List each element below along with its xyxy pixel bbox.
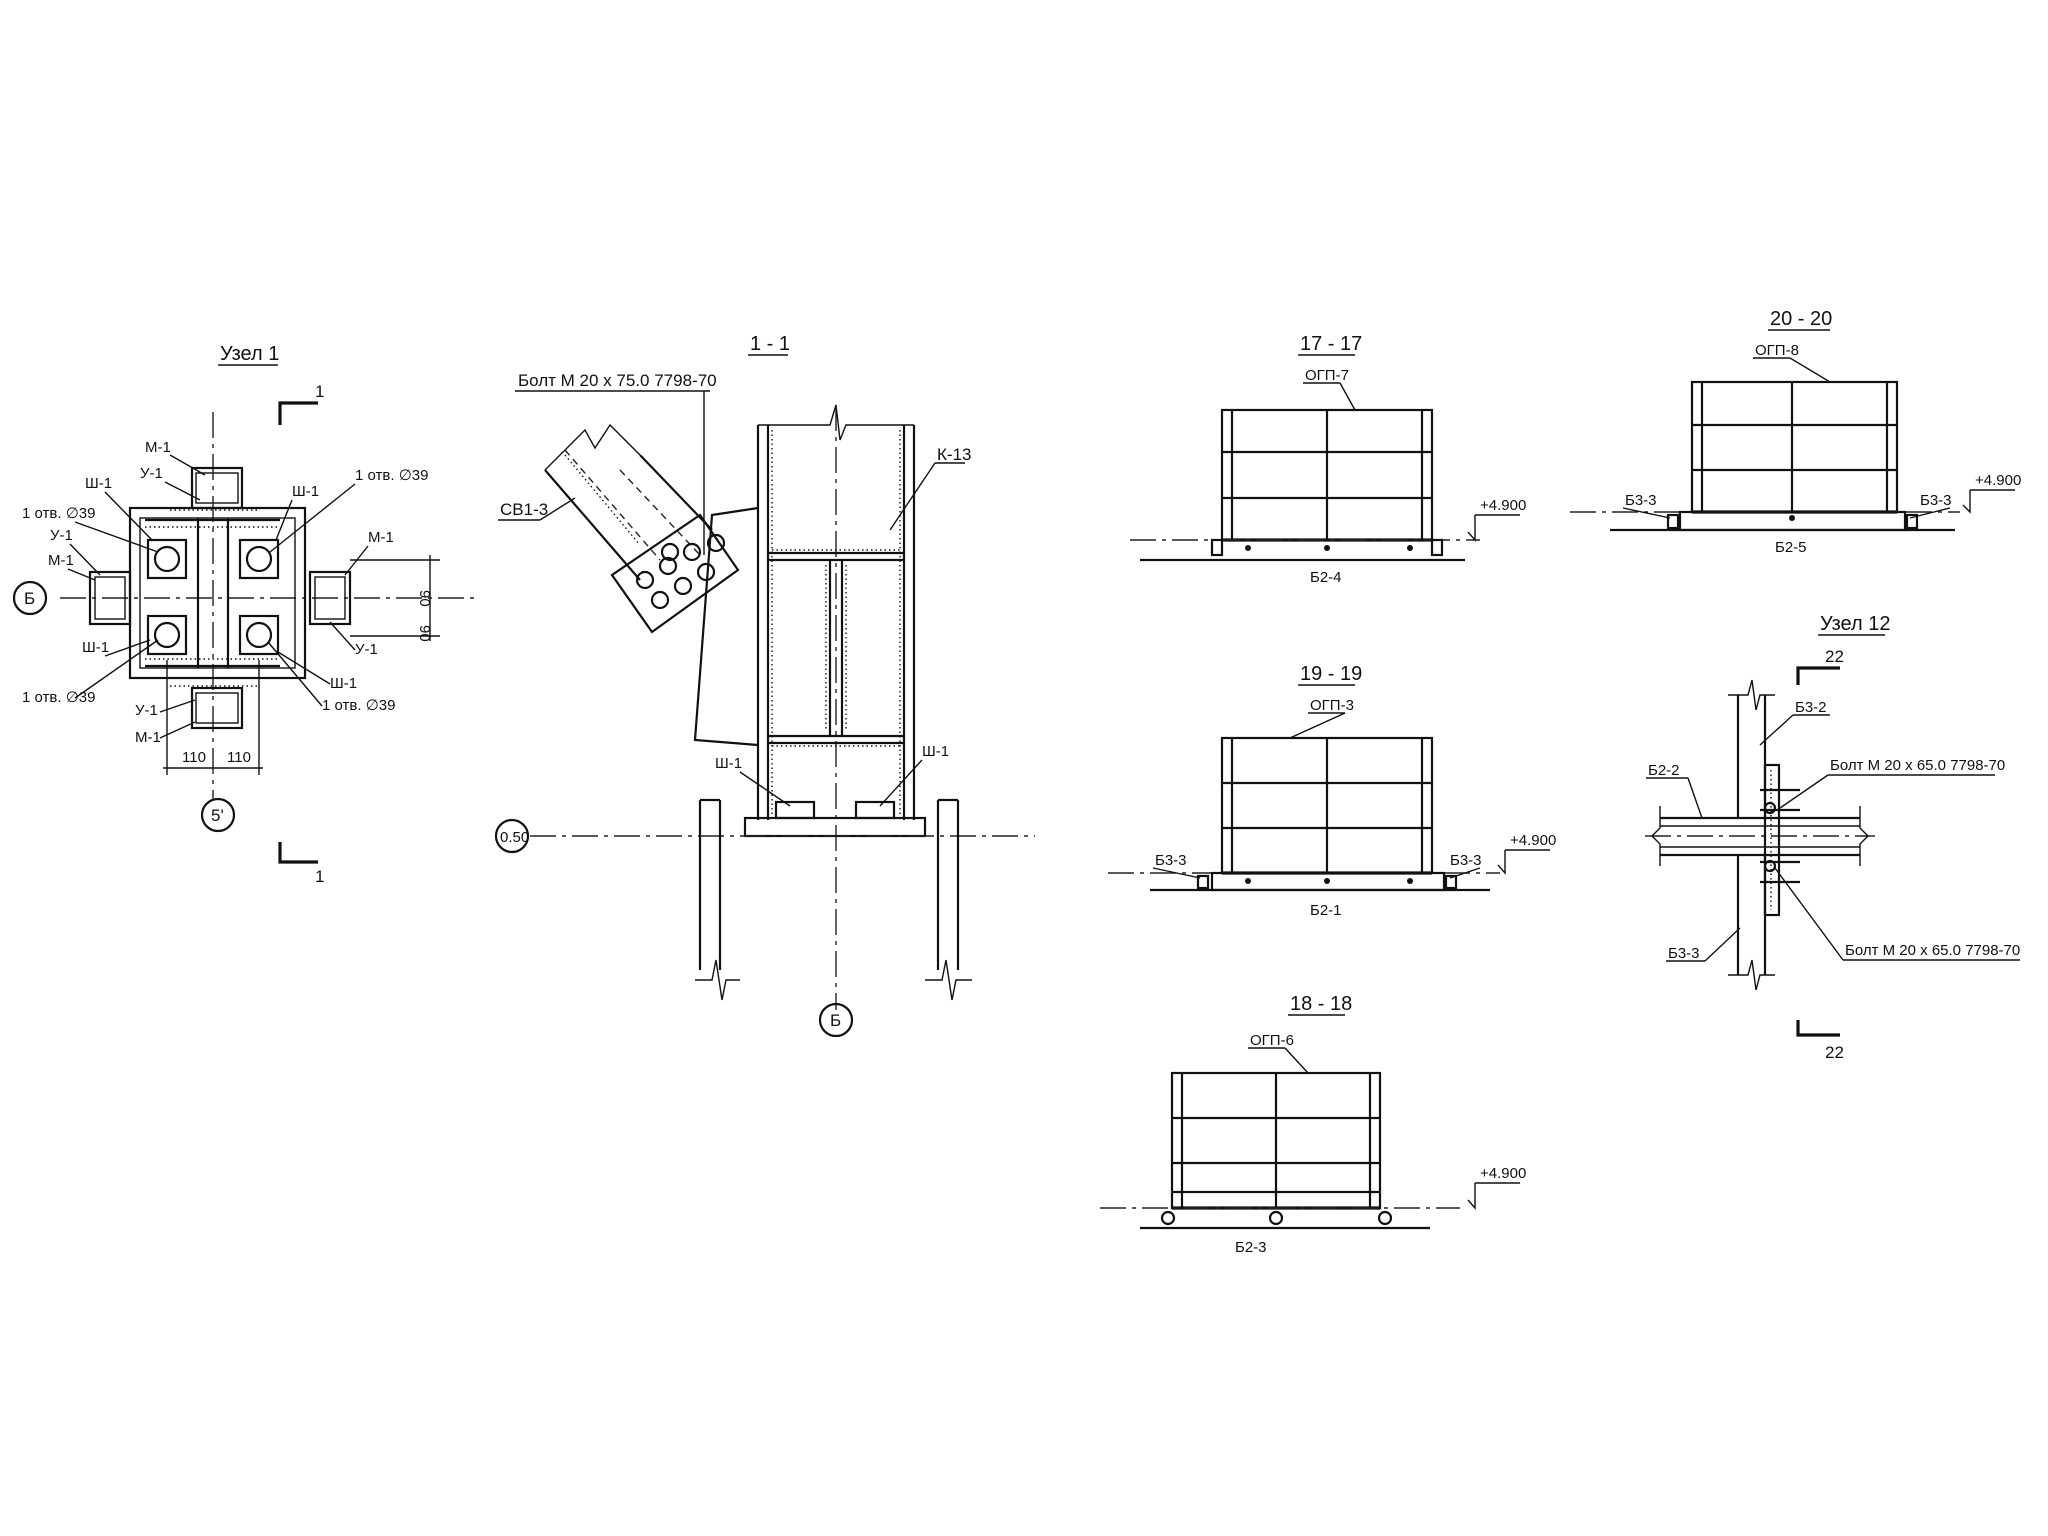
section-1-1-view: 1 - 1 Болт М 20 х 75.0 7798-70 К-13: [494, 333, 1035, 1038]
node-12-b32: Б3-2: [1795, 699, 1827, 716]
section-19-view: 19 - 19 ОГП-3 Б3-3 Б3-3 Б2-1 +4.900: [1108, 663, 1556, 919]
axis-b-bubble-section: Б: [830, 1011, 841, 1030]
section-19-title: 19 - 19: [1300, 663, 1362, 685]
dim-110-left: 110: [182, 749, 206, 766]
level-mark-bubble: 0.50: [500, 829, 529, 846]
beam-19-label: Б2-1: [1310, 902, 1342, 919]
label-hole-tr: 1 отв. ∅39: [355, 467, 428, 484]
plate-label-left: Ш-1: [715, 755, 742, 772]
label-hole-br: 1 отв. ∅39: [322, 697, 395, 714]
label-m1-left: М-1: [48, 552, 74, 569]
node-12-title: Узел 12: [1820, 613, 1890, 635]
railing-17-label: ОГП-7: [1305, 367, 1349, 384]
dim-90-bottom: 90: [416, 625, 433, 642]
label-hole-tl: 1 отв. ∅39: [22, 505, 95, 522]
bolt-note-1: Болт М 20 х 75.0 7798-70: [518, 371, 717, 390]
label-u1-top: У-1: [140, 465, 163, 482]
section-mark-top: 1: [315, 382, 324, 401]
label-u1-bottom: У-1: [135, 702, 158, 719]
node-12-bolt-bottom: Болт М 20 х 65.0 7798-70: [1845, 942, 2020, 959]
level-17-label: +4.900: [1480, 497, 1526, 514]
label-m1-right: М-1: [368, 529, 394, 546]
node-12-bolt-top: Болт М 20 х 65.0 7798-70: [1830, 757, 2005, 774]
label-m1-top: М-1: [145, 439, 171, 456]
label-hole-bl: 1 отв. ∅39: [22, 689, 95, 706]
section-17-view: 17 - 17 ОГП-7 Б2-4 +4.900: [1130, 333, 1526, 586]
label-sh1-bl: Ш-1: [82, 639, 109, 656]
beam-18-label: Б2-3: [1235, 1239, 1267, 1256]
label-sh1-tr: Ш-1: [292, 483, 319, 500]
section-1-1-title: 1 - 1: [750, 333, 790, 355]
section-18-view: 18 - 18 ОГП-6 Б2-3 +4.900: [1100, 993, 1526, 1256]
section-mark-bottom: 1: [315, 867, 324, 886]
beam-20-left: Б3-3: [1625, 492, 1657, 509]
column-label: К-13: [937, 445, 971, 464]
label-u1-left: У-1: [50, 527, 73, 544]
railing-20-label: ОГП-8: [1755, 342, 1799, 359]
level-19-label: +4.900: [1510, 832, 1556, 849]
beam-19-left: Б3-3: [1155, 852, 1187, 869]
label-sh1-br: Ш-1: [330, 675, 357, 692]
label-m1-bottom: М-1: [135, 729, 161, 746]
section-18-title: 18 - 18: [1290, 993, 1352, 1015]
section-20-title: 20 - 20: [1770, 308, 1832, 330]
section-20-view: 20 - 20 ОГП-8 Б3-3 Б3-3 Б2-5 +4.900: [1570, 308, 2021, 556]
brace-label: СВ1-3: [500, 500, 548, 519]
level-18-label: +4.900: [1480, 1165, 1526, 1182]
dim-90-top: 90: [416, 590, 433, 607]
node-12-b33: Б3-3: [1668, 945, 1700, 962]
label-sh1-tl: Ш-1: [85, 475, 112, 492]
node-12-view: Узел 12 22 22 Б3-2 Б: [1645, 613, 2020, 1062]
node-12-mark-top: 22: [1825, 647, 1844, 666]
node-12-mark-bottom: 22: [1825, 1043, 1844, 1062]
section-17-title: 17 - 17: [1300, 333, 1362, 355]
node-12-b22: Б2-2: [1648, 762, 1680, 779]
axis-5-bubble: 5': [211, 806, 224, 825]
beam-19-right: Б3-3: [1450, 852, 1482, 869]
node-1-title: Узел 1: [220, 343, 279, 365]
plate-label-right: Ш-1: [922, 743, 949, 760]
node-1-view: Узел 1 1 1: [12, 343, 480, 886]
axis-b-bubble: Б: [24, 589, 35, 608]
level-20-label: +4.900: [1975, 472, 2021, 489]
railing-18-label: ОГП-6: [1250, 1032, 1294, 1049]
beam-20-label: Б2-5: [1775, 539, 1807, 556]
beam-20-right: Б3-3: [1920, 492, 1952, 509]
railing-19-label: ОГП-3: [1310, 697, 1354, 714]
dim-110-right: 110: [227, 749, 251, 766]
beam-17-label: Б2-4: [1310, 569, 1342, 586]
label-u1-right: У-1: [355, 641, 378, 658]
